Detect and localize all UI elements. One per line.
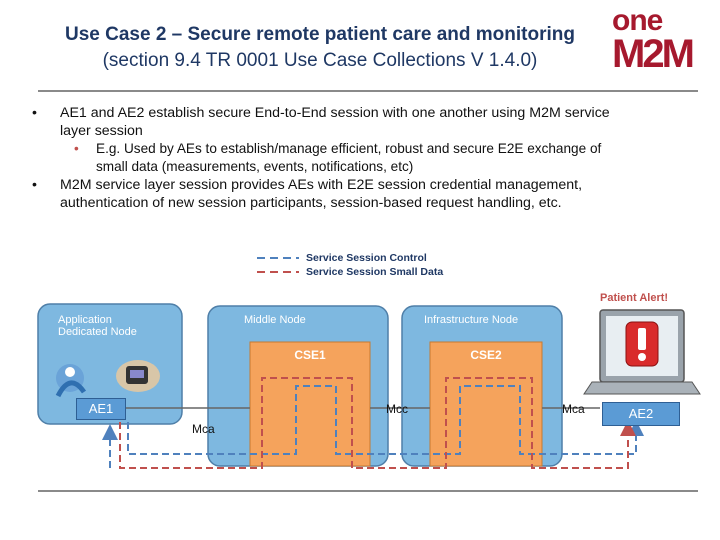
alert-icon [625,321,659,367]
application-node-label: Application Dedicated Node [58,314,137,338]
title-line-1: Use Case 2 – Secure remote patient care … [64,24,575,45]
bullet-1-line-2: layer session [60,123,143,139]
cse2-label: CSE2 [470,348,502,362]
title-line-2: (section 9.4 TR 0001 Use Case Collection… [102,50,538,71]
infrastructure-node-label: Infrastructure Node [424,314,519,326]
bullet-glyph: • [32,105,37,121]
logo-one-text: one [612,4,663,37]
cse2-box [429,341,543,467]
bottom-divider [38,490,698,492]
bullet-glyph: • [32,177,37,193]
bullet-2-line-1: M2M service layer session provides AEs w… [60,177,583,193]
wearable-device-icon [116,360,160,392]
mcc-label: Mcc [386,402,408,416]
bullet-list: • AE1 and AE2 establish secure End-to-En… [28,104,708,212]
bullet-1-sub-line-2: small data (measurements, events, notifi… [96,159,414,174]
legend-control-label: Service Session Control [306,252,427,264]
cse1-label: CSE1 [294,348,326,362]
mca-right-label: Mca [562,402,585,416]
bullet-item-1: • AE1 and AE2 establish secure End-to-En… [28,104,708,140]
page-title: Use Case 2 – Secure remote patient care … [0,22,640,74]
session-control-path [127,385,644,455]
cse1-box [249,341,371,467]
sensor-device-icon [55,364,87,398]
mca-left-label: Mca [192,422,215,436]
patient-alert-label: Patient Alert! [600,292,669,304]
middle-node-label: Middle Node [244,314,306,326]
application-node-label-line-1: Application [58,314,112,326]
bullet-item-1-sub: • E.g. Used by AEs to establish/manage e… [28,140,708,176]
logo-m2m-text: M2M [612,32,695,76]
ae1-box: AE1 [76,398,126,420]
bullet-glyph: • [74,141,79,156]
top-divider [38,90,698,92]
ae2-box: AE2 [602,402,680,426]
bullet-1-sub-line-1: E.g. Used by AEs to establish/manage eff… [96,141,602,156]
application-node-label-line-2: Dedicated Node [58,326,137,338]
onem2m-logo: one M2M [612,4,712,76]
bullet-1-line-1: AE1 and AE2 establish secure End-to-End … [60,105,610,121]
bullet-2-line-2: authentication of new session participan… [60,195,562,211]
legend-swatches [257,257,299,273]
legend-small-data-label: Service Session Small Data [306,266,444,278]
bullet-item-2: • M2M service layer session provides AEs… [28,176,708,212]
